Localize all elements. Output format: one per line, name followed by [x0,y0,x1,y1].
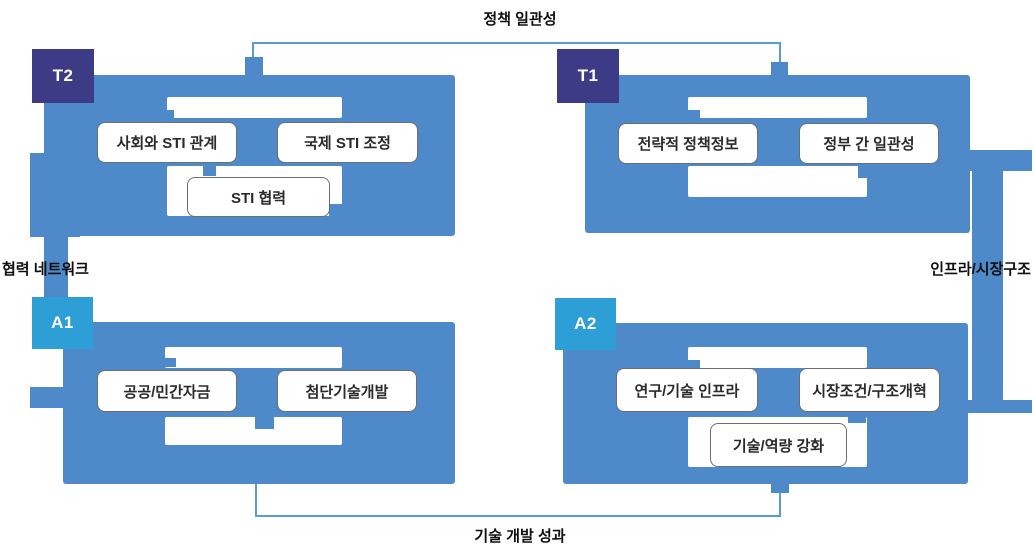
label-box-market-structural-reform: 시장조건/구조개혁 [799,368,940,412]
badge-a1: A1 [32,297,93,349]
step-notch [165,358,176,367]
step-notch [163,110,174,120]
bottom-connector-rise-right [779,492,781,517]
label-box-strategic-policy-info: 전략적 정책정보 [618,123,758,164]
piece-a1-cutout-top [165,347,342,368]
bottom-right-arm [968,400,1032,413]
label-box-tech-capability: 기술/역량 강화 [710,423,847,467]
piece-t1-cutout-bottom [688,166,867,197]
label-box-sti-cooperation: STI 협력 [187,177,330,217]
bottom-connector-line [255,515,781,517]
edge-label-infra-market-structure: 인프라/시장구조 [930,261,1031,278]
label-box-international-sti: 국제 STI 조정 [277,122,418,163]
edge-label-cooperation-network: 협력 네트워크 [2,261,89,278]
top-connector-line [252,42,781,44]
piece-t1-top-tab [771,62,788,77]
step-notch [858,166,872,178]
badge-t2: T2 [32,49,94,103]
label-box-society-sti: 사회와 STI 관계 [97,122,237,163]
label-box-intergov-coherence: 정부 간 일관성 [799,123,939,164]
piece-a2-bottom-tab [771,484,789,493]
edge-label-tech-dev-outcome: 기술 개발 성과 [474,528,566,545]
step-notch [688,360,700,368]
label-box-research-tech-infra: 연구/기술 인프라 [616,368,758,412]
badge-a2: A2 [555,298,616,350]
step-notch [203,165,216,176]
top-connector-drop-right [779,42,781,76]
step-notch [329,204,343,216]
step-notch [255,417,274,429]
piece-t2-top-tab [245,57,263,77]
step-notch [688,110,700,119]
piece-a1-cutout-bottom [165,417,342,445]
edge-label-policy-coherence: 정책 일관성 [483,11,557,28]
piece-a2-cutout-top [688,347,867,368]
piece-t1-cutout-top [688,97,867,118]
right-connector-bar [972,160,1003,405]
badge-t1: T1 [557,49,619,103]
top-connector-drop-left [252,42,254,59]
label-box-public-private-funding: 공공/민간자금 [97,370,237,412]
piece-t2-cutout-top [167,97,342,118]
top-right-arm [970,150,1032,171]
bottom-connector-rise-left [255,484,257,517]
bottom-left-arm [30,387,64,408]
label-box-advanced-tech-dev: 첨단기술개발 [277,370,417,412]
step-notch [848,412,866,423]
